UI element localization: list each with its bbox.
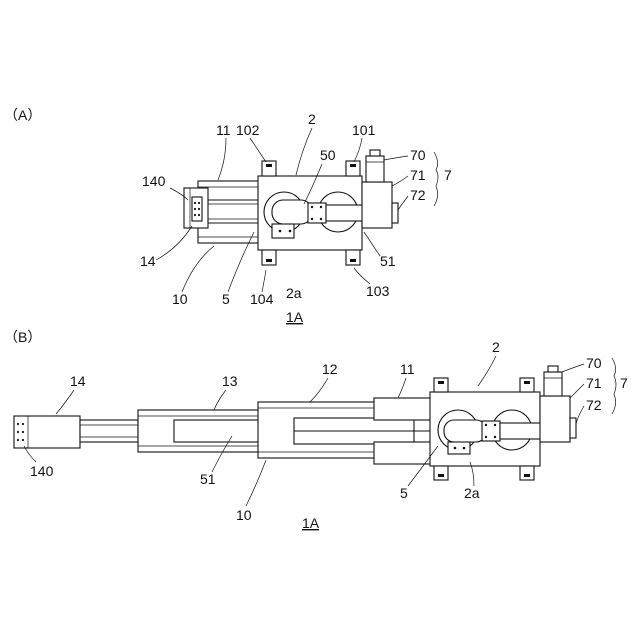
figure-b-panel-label: （B）: [4, 329, 41, 345]
figure-a: （A）: [4, 107, 452, 325]
label-140: 140: [142, 173, 166, 189]
label-5: 5: [222, 291, 230, 307]
figure-b: （B）: [4, 329, 628, 531]
figure-b-actuator: [540, 366, 576, 442]
label-51: 51: [200, 471, 216, 487]
label-2a: 2a: [464, 485, 480, 501]
label-71: 71: [586, 375, 602, 391]
label-103: 103: [366, 283, 390, 299]
label-70: 70: [410, 147, 426, 163]
label-11: 11: [216, 122, 231, 138]
label-12: 12: [322, 361, 338, 377]
label-7: 7: [444, 167, 452, 183]
label-10: 10: [236, 507, 252, 523]
label-7: 7: [620, 375, 628, 391]
label-5: 5: [400, 485, 408, 501]
label-2a: 2a: [286, 285, 302, 301]
figure-b-extended-arm: [14, 398, 440, 464]
figure-b-caption: 1A: [302, 515, 320, 531]
figure-a-actuator: [362, 150, 398, 228]
label-2: 2: [308, 111, 316, 127]
label-101: 101: [352, 122, 376, 138]
label-13: 13: [222, 373, 238, 389]
figure-a-panel-label: （A）: [4, 107, 41, 123]
label-102: 102: [236, 122, 260, 138]
label-72: 72: [586, 397, 602, 413]
label-10: 10: [172, 291, 188, 307]
figure-a-caption: 1A: [286, 309, 304, 325]
label-140: 140: [30, 463, 54, 479]
label-70: 70: [586, 355, 602, 371]
figure-a-end-plate: [184, 188, 208, 228]
label-14: 14: [70, 373, 86, 389]
label-72: 72: [410, 187, 426, 203]
label-50: 50: [320, 147, 336, 163]
label-51: 51: [380, 253, 396, 269]
label-11: 11: [400, 361, 415, 377]
label-71: 71: [410, 167, 426, 183]
label-14: 14: [140, 253, 156, 269]
label-104: 104: [250, 291, 274, 307]
label-2: 2: [492, 339, 500, 355]
